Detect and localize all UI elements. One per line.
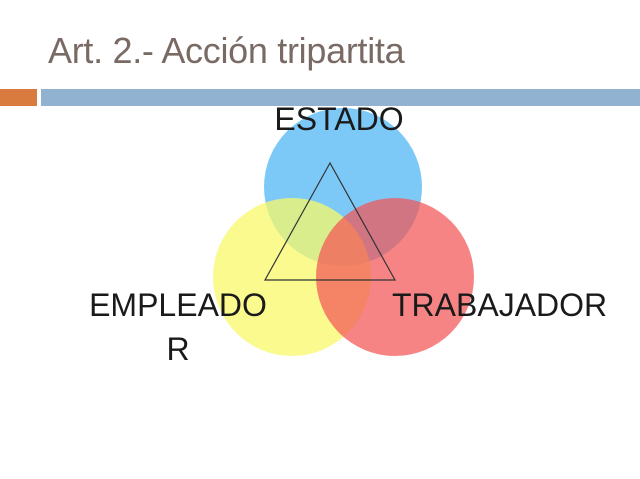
accent-bar-orange (0, 89, 37, 106)
label-trabajador: TRABAJADOR (392, 287, 608, 323)
slide-title: Art. 2.- Acción tripartita (48, 30, 405, 71)
label-estado: ESTADO (274, 101, 404, 137)
label-empleador-line1: EMPLEADO (89, 287, 267, 323)
label-empleador-line2: R (166, 331, 190, 367)
accent-bar-blue (41, 89, 640, 106)
triangle-overlay (263, 161, 397, 281)
trabajador-circle (316, 198, 474, 356)
